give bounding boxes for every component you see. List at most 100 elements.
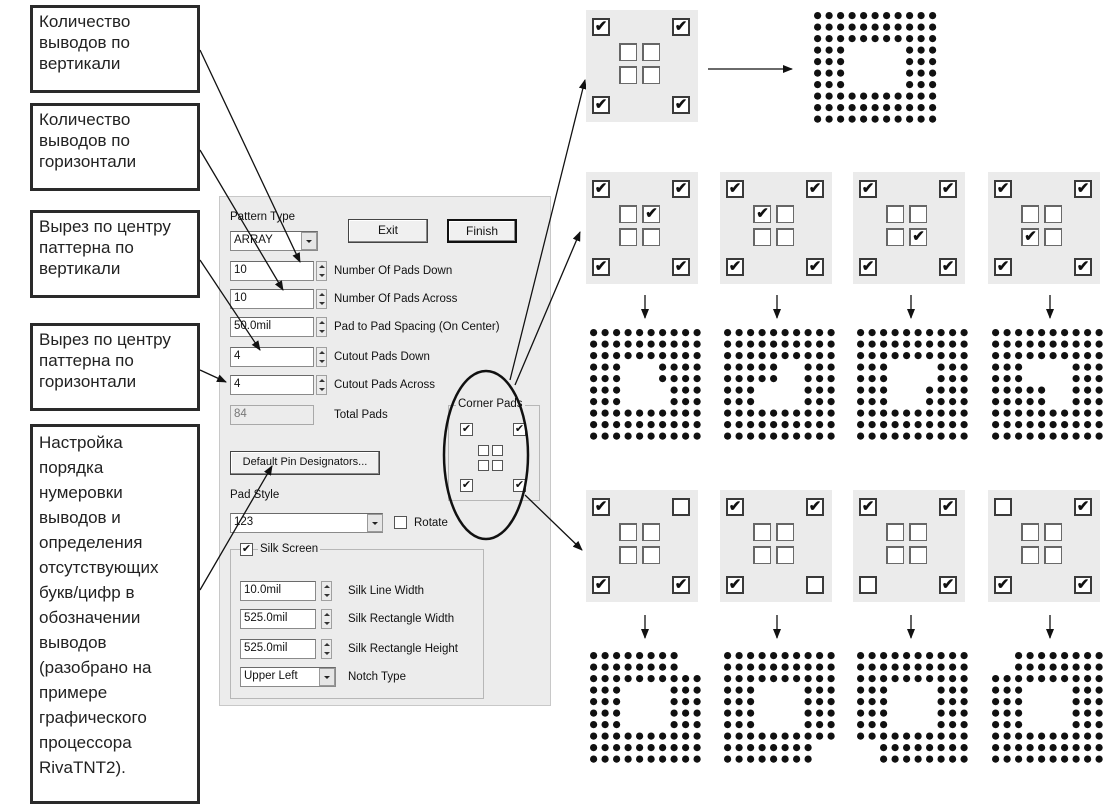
chevron-down-icon[interactable]: [367, 514, 383, 532]
corner-checkbox: [806, 576, 824, 594]
pad-dot: [837, 115, 845, 123]
pad-dot: [868, 421, 876, 429]
inner-pad-checkbox[interactable]: [478, 460, 489, 471]
rotate-checkbox[interactable]: [394, 516, 407, 529]
pad-dot: [827, 432, 835, 440]
pad-dot: [880, 421, 888, 429]
exit-button[interactable]: Exit: [348, 219, 428, 243]
pad-dot: [659, 663, 667, 671]
pad-dot: [1003, 386, 1011, 394]
pad-dot: [837, 104, 845, 112]
default-pin-designators-button[interactable]: Default Pin Designators...: [230, 451, 380, 475]
pad-dot: [747, 755, 755, 763]
pad-dot: [1095, 755, 1103, 763]
silk-rect-height-field[interactable]: 525.0mil: [240, 639, 316, 659]
pad-dot: [816, 340, 824, 348]
pad-dot: [816, 663, 824, 671]
pad-dot: [590, 698, 598, 706]
corner-pad-bottom-right-checkbox[interactable]: ✔: [513, 479, 526, 492]
pads-across-field[interactable]: 10: [230, 289, 314, 309]
silk-rect-height-spinner[interactable]: [321, 639, 332, 659]
pad-dot: [814, 58, 822, 66]
pad-dot: [1049, 744, 1057, 752]
pad-dot: [693, 375, 701, 383]
pad-dot: [624, 432, 632, 440]
spacing-field[interactable]: 50.0mil: [230, 317, 314, 337]
pad-dot: [659, 352, 667, 360]
silk-rect-width-spinner[interactable]: [321, 609, 332, 629]
pad-dot: [659, 432, 667, 440]
pad-dot: [880, 329, 888, 337]
corner-checkbox: ✔: [1074, 180, 1092, 198]
corner-pad-top-left-checkbox[interactable]: ✔: [460, 423, 473, 436]
pad-dot: [1026, 744, 1034, 752]
notch-type-select[interactable]: Upper Left: [240, 667, 336, 687]
pad-dot: [670, 398, 678, 406]
pad-dot: [747, 675, 755, 683]
pad-dot: [793, 421, 801, 429]
pad-dot: [903, 652, 911, 660]
pad-dot: [1038, 675, 1046, 683]
pad-dot: [724, 363, 732, 371]
cutout-down-field[interactable]: 4: [230, 347, 314, 367]
corner-pad-bottom-left-checkbox[interactable]: ✔: [460, 479, 473, 492]
callout-line: (разобрано на: [39, 658, 152, 677]
pad-dot: [949, 363, 957, 371]
corner-checkbox: ✔: [859, 498, 877, 516]
pad-dot: [949, 698, 957, 706]
pad-dot: [860, 12, 868, 20]
pad-dot: [929, 58, 937, 66]
cutout-across-field[interactable]: 4: [230, 375, 314, 395]
inner-checkbox: ✔: [1021, 228, 1039, 246]
callout-line: выводов по: [39, 131, 130, 150]
pad-dot: [601, 709, 609, 717]
pad-dot: [992, 386, 1000, 394]
silk-screen-checkbox[interactable]: ✔: [240, 543, 253, 556]
pad-style-select[interactable]: 123: [230, 513, 383, 533]
cutout-across-spinner[interactable]: [316, 375, 327, 395]
cutout-down-spinner[interactable]: [316, 347, 327, 367]
pad-dot: [735, 363, 743, 371]
silk-rect-width-field[interactable]: 525.0mil: [240, 609, 316, 629]
total-pads-label: Total Pads: [334, 409, 388, 421]
pad-dot: [735, 755, 743, 763]
pad-dot: [735, 432, 743, 440]
inner-pad-checkbox[interactable]: [478, 445, 489, 456]
pad-dot: [735, 686, 743, 694]
inner-pad-checkbox[interactable]: [492, 445, 503, 456]
pads-down-spinner[interactable]: [316, 261, 327, 281]
pad-dot: [747, 744, 755, 752]
silk-line-width-spinner[interactable]: [321, 581, 332, 601]
pad-dot: [827, 709, 835, 717]
pad-dot: [1026, 329, 1034, 337]
pad-dot: [960, 352, 968, 360]
corner-checkbox: ✔: [672, 258, 690, 276]
pad-dot: [883, 104, 891, 112]
total-pads-field: 84: [230, 405, 314, 425]
pads-down-field[interactable]: 10: [230, 261, 314, 281]
corner-pad-top-right-checkbox[interactable]: ✔: [513, 423, 526, 436]
pad-dot: [949, 352, 957, 360]
spacing-spinner[interactable]: [316, 317, 327, 337]
pads-across-spinner[interactable]: [316, 289, 327, 309]
inner-checkbox: [642, 66, 660, 84]
pad-dot: [590, 652, 598, 660]
pad-dot: [816, 675, 824, 683]
inner-checkbox: [909, 546, 927, 564]
callout-line: выводов и: [39, 508, 121, 527]
silk-line-width-field[interactable]: 10.0mil: [240, 581, 316, 601]
chevron-down-icon[interactable]: [319, 668, 335, 686]
finish-button[interactable]: Finish: [447, 219, 517, 243]
pad-dot: [906, 12, 914, 20]
pad-dot: [929, 115, 937, 123]
pad-dot: [670, 363, 678, 371]
pad-dot: [868, 329, 876, 337]
pad-dot: [735, 398, 743, 406]
pad-dot: [949, 675, 957, 683]
chevron-down-icon[interactable]: [301, 232, 317, 250]
pad-dot: [857, 698, 865, 706]
corner-pad-config-panel: ✔✔✔: [586, 490, 698, 602]
corner-checkbox: ✔: [939, 498, 957, 516]
inner-pad-checkbox[interactable]: [492, 460, 503, 471]
pad-dot: [670, 421, 678, 429]
